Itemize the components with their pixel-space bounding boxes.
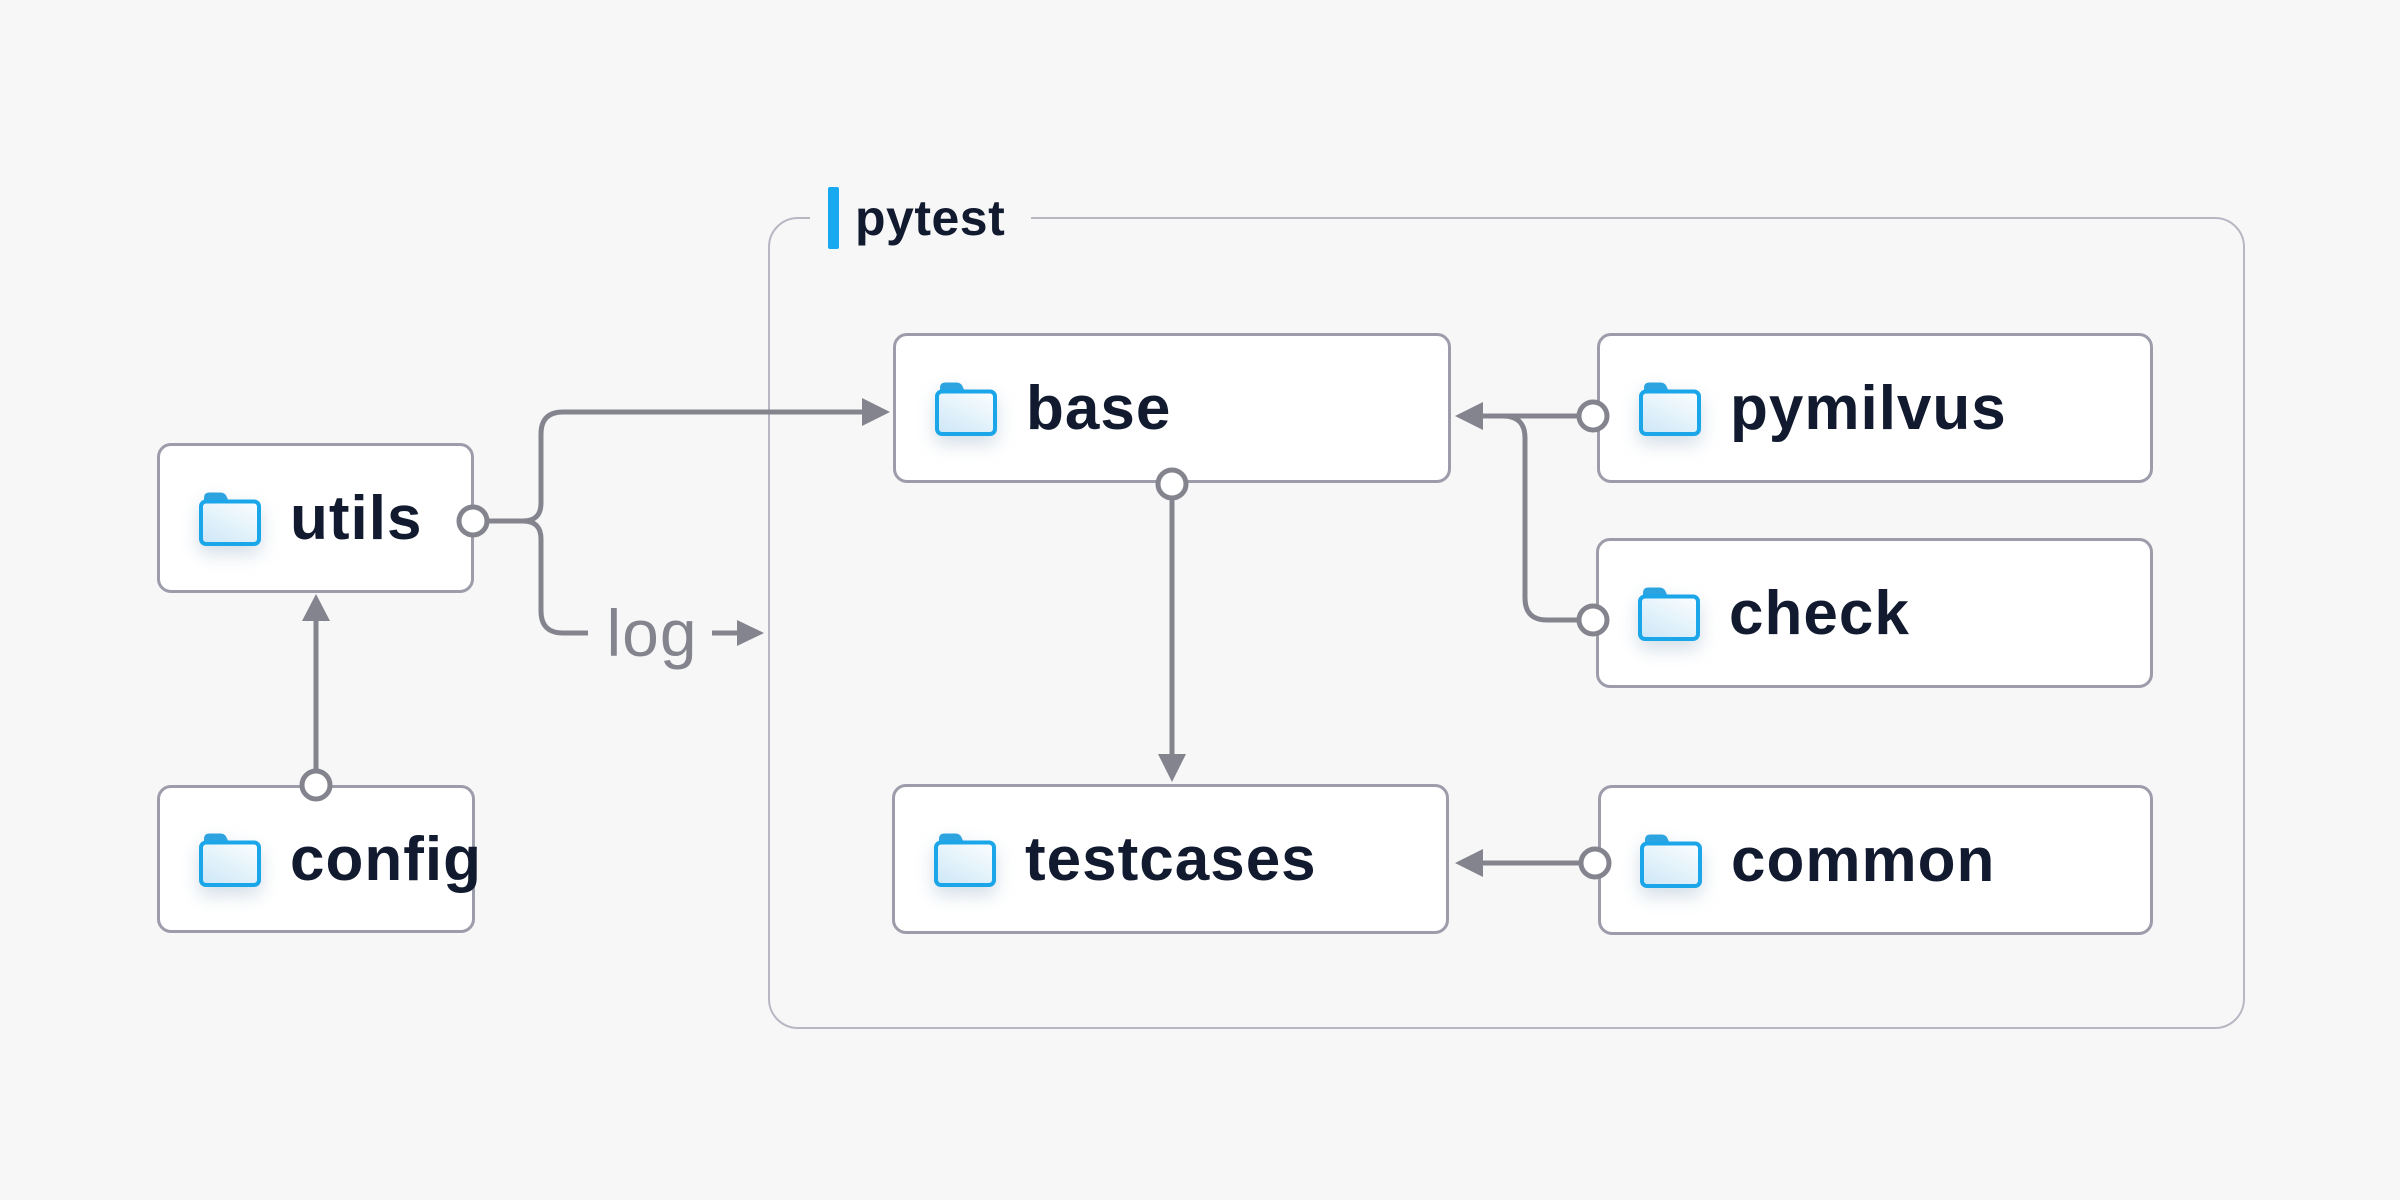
- node-testcases-label: testcases: [1025, 824, 1317, 894]
- arrowhead-into-utils: [302, 594, 330, 621]
- node-config: config: [157, 785, 481, 933]
- pytest-group-container: pytest: [768, 186, 2245, 1029]
- node-common: common: [1598, 785, 2153, 935]
- folder-icon: [198, 830, 262, 888]
- node-check-label: check: [1729, 578, 1910, 648]
- pytest-group-label: pytest: [810, 186, 1032, 250]
- node-base-label: base: [1026, 373, 1172, 443]
- folder-icon: [1637, 584, 1701, 642]
- edge-utils-log: [522, 518, 588, 636]
- folder-icon: [1638, 379, 1702, 437]
- node-check: check: [1596, 538, 2153, 688]
- node-testcases: testcases: [892, 784, 1449, 934]
- folder-icon: [934, 379, 998, 437]
- pytest-group-title: pytest: [855, 190, 1006, 246]
- accent-bar: [828, 187, 839, 249]
- edge-label-log: log: [606, 596, 698, 670]
- folder-icon: [1639, 831, 1703, 889]
- node-utils-label: utils: [290, 483, 423, 553]
- node-config-label: config: [290, 824, 482, 894]
- folder-icon: [933, 830, 997, 888]
- node-pymilvus: pymilvus: [1597, 333, 2153, 483]
- node-common-label: common: [1731, 825, 1996, 895]
- folder-icon: [198, 489, 262, 547]
- node-utils: utils: [157, 443, 474, 593]
- arrowhead-log-into-container: [737, 620, 764, 646]
- node-base: base: [893, 333, 1451, 483]
- node-pymilvus-label: pymilvus: [1730, 373, 2007, 443]
